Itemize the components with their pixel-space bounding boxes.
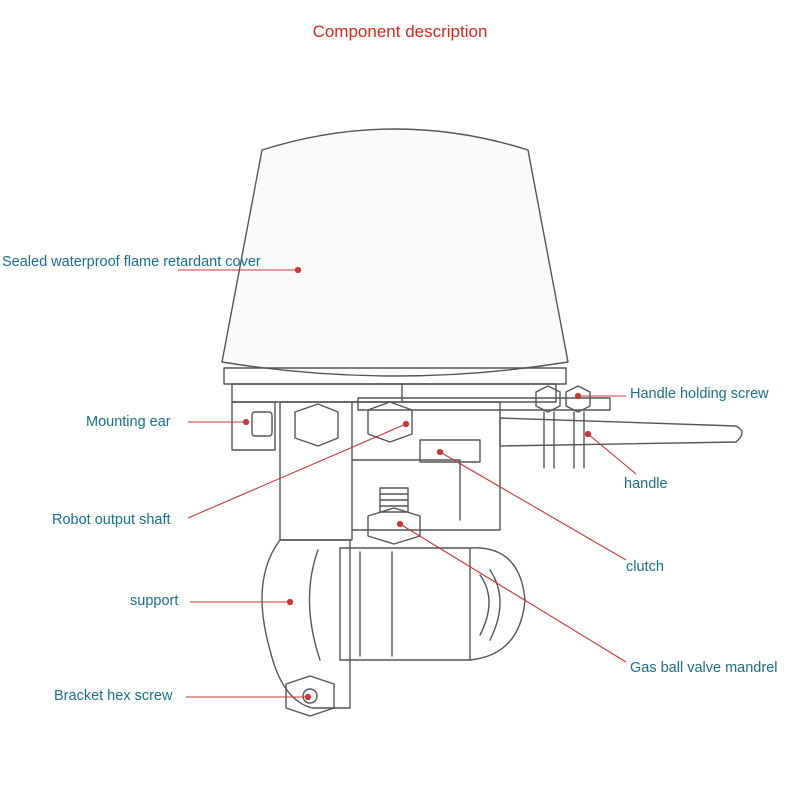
label-holding-screw: Handle holding screw (630, 386, 769, 402)
shaft-nut (367, 401, 413, 443)
valve-port (469, 547, 526, 661)
mounting-ear-bolt (251, 411, 273, 437)
handle-plate (357, 397, 611, 411)
handle-arm (499, 417, 743, 447)
leader-mandrel (399, 523, 627, 663)
label-output-shaft: Robot output shaft (52, 512, 171, 528)
leader-handle (587, 433, 637, 475)
label-support: support (130, 593, 179, 609)
top-plate (231, 383, 557, 403)
cover-shape (221, 128, 569, 377)
leader-output-shaft (187, 423, 407, 519)
label-cover: Sealed waterproof flame retardant cover (2, 254, 261, 270)
label-mounting-ear: Mounting ear (86, 414, 171, 430)
bracket-plate (279, 401, 353, 541)
bracket-top-nut (294, 403, 339, 447)
diagram-title: Component description (312, 22, 488, 41)
handle-screw-1 (535, 385, 561, 413)
mandrel-nut (367, 507, 421, 545)
mounting-ear-shape (231, 401, 276, 451)
label-clutch: clutch (626, 559, 664, 575)
cover-rim (223, 367, 567, 385)
label-mandrel: Gas ball valve mandrel (630, 660, 778, 676)
label-bracket-screw: Bracket hex screw (54, 688, 173, 704)
bracket-hex-screw-shape (285, 675, 335, 717)
label-handle: handle (624, 476, 668, 492)
handle-screw-2 (565, 385, 591, 413)
leader-clutch (439, 451, 627, 561)
clamp-ring (261, 539, 351, 709)
